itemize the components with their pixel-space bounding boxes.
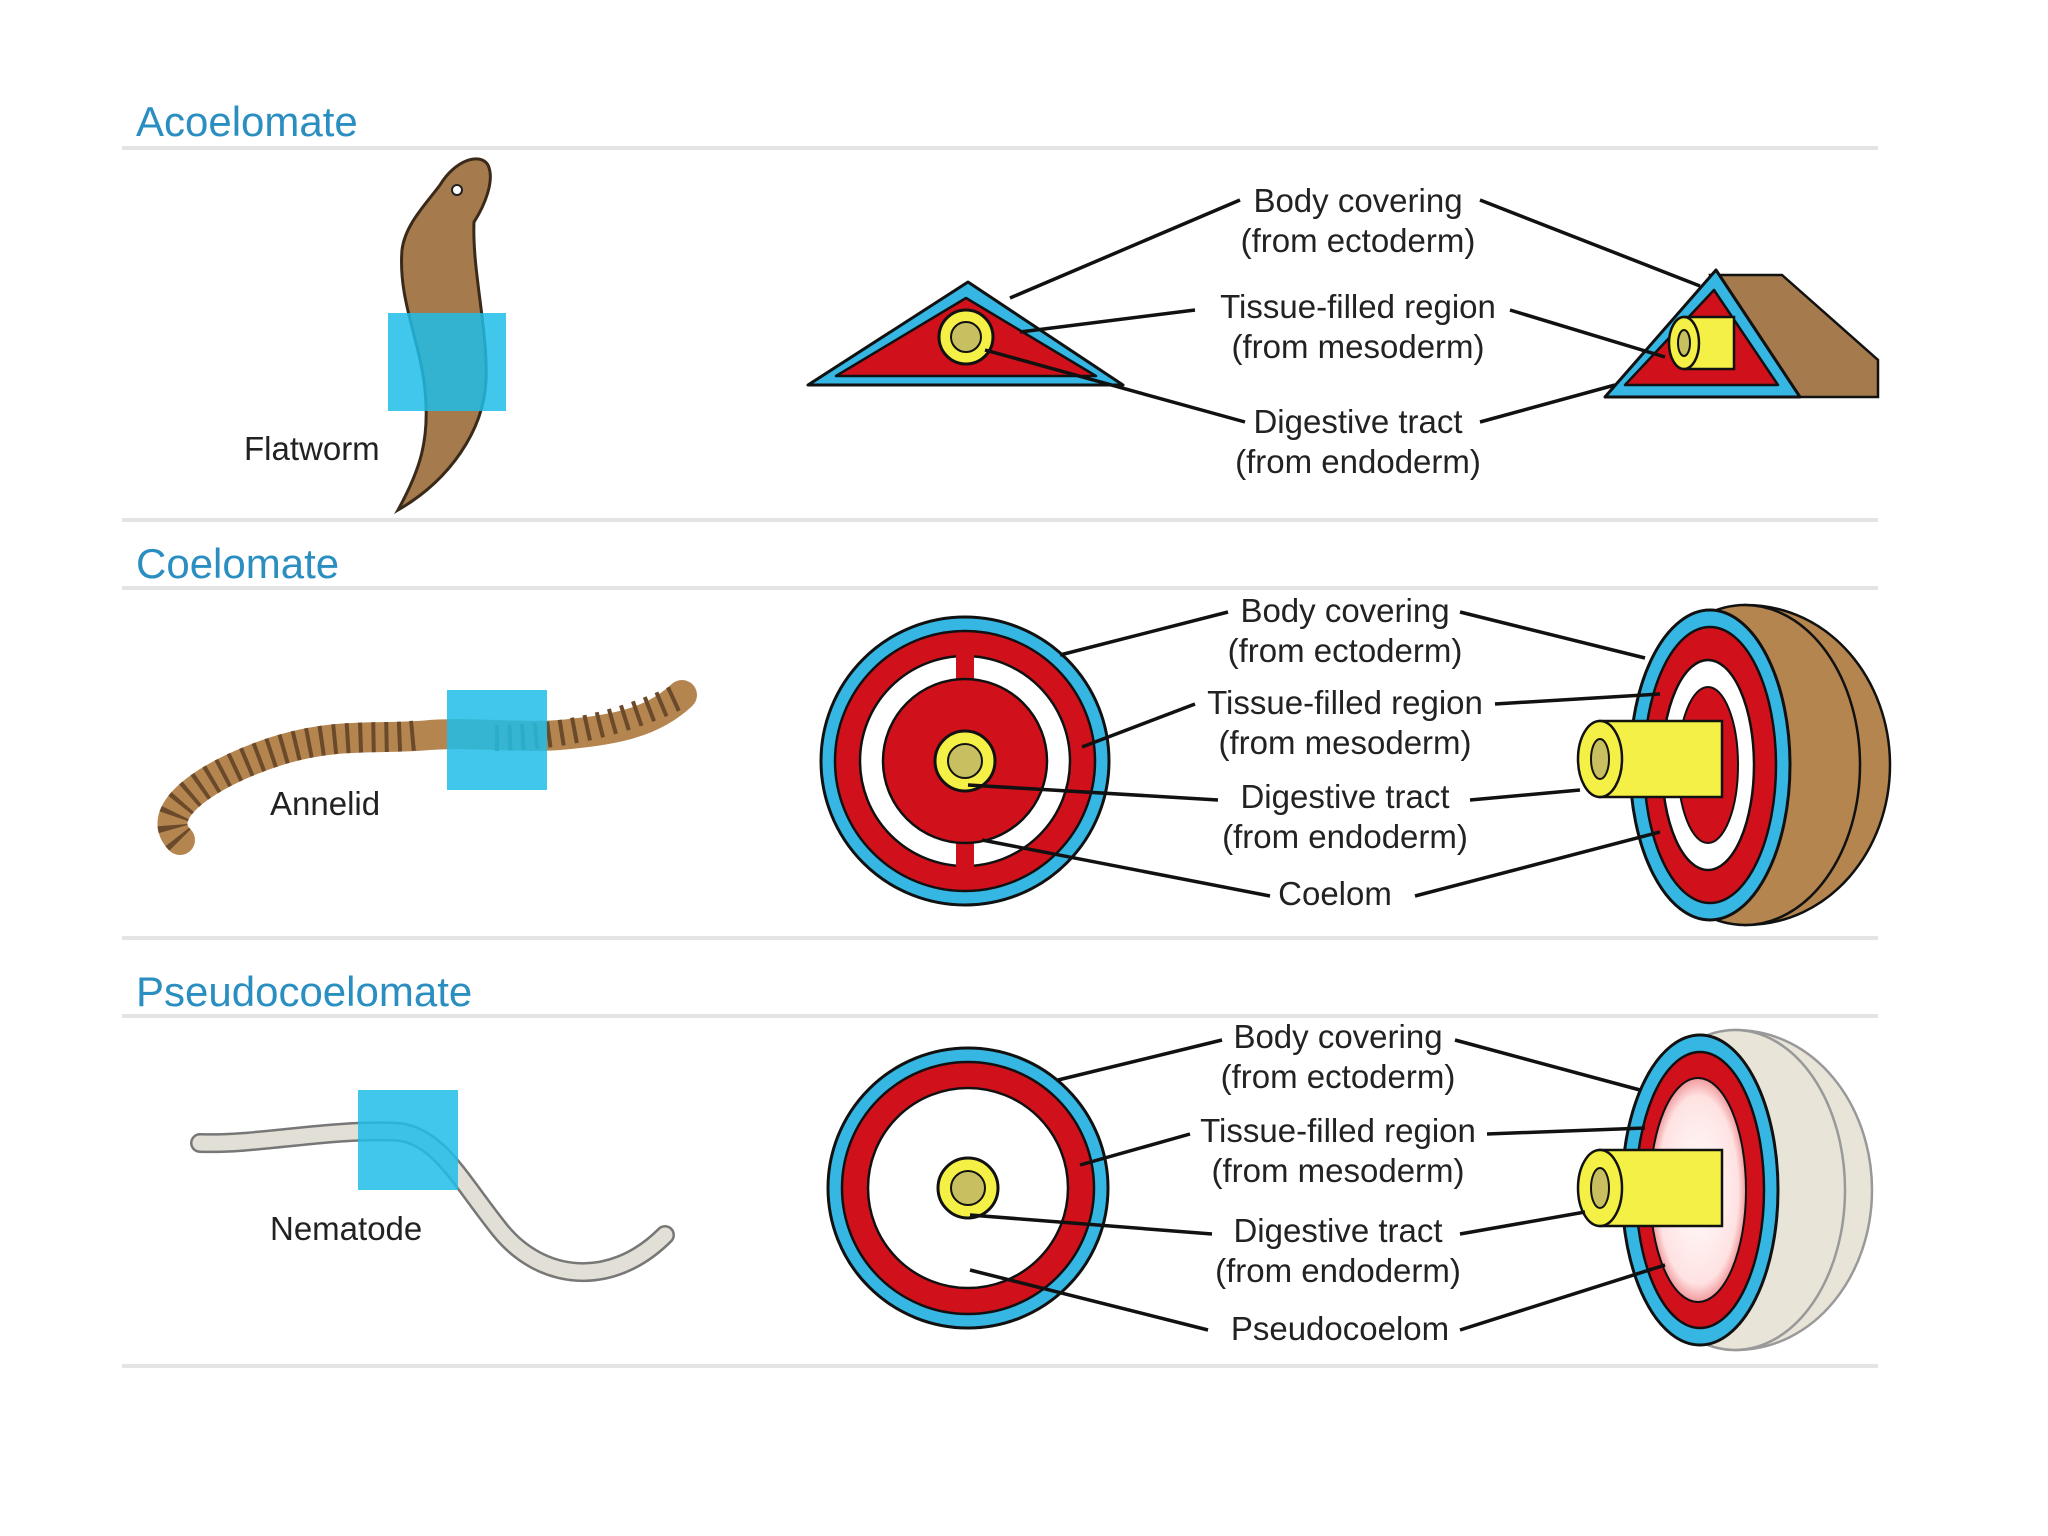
cross-section-highlight xyxy=(447,690,547,790)
label-tissue-filled: Tissue-filled region xyxy=(1207,684,1483,721)
gut-lumen xyxy=(947,743,983,779)
leader-line xyxy=(1079,1132,1191,1167)
label-tissue-filled-origin: (from mesoderm) xyxy=(1231,328,1484,365)
leader-line xyxy=(1469,788,1581,802)
label-body-covering: Body covering xyxy=(1233,1018,1442,1055)
leader-line xyxy=(1454,1038,1641,1092)
gut-lumen xyxy=(950,321,982,353)
leader-line xyxy=(981,838,1271,898)
organism-label-nematode: Nematode xyxy=(270,1210,422,1247)
leader-line xyxy=(1059,610,1229,657)
label-body-covering-origin: (from ectoderm) xyxy=(1221,1058,1456,1095)
label-digestive-tract: Digestive tract xyxy=(1233,1212,1442,1249)
label-body-covering: Body covering xyxy=(1240,592,1449,629)
label-tissue-filled-origin: (from mesoderm) xyxy=(1211,1152,1464,1189)
callouts-coelomate: Body covering (from ectoderm) Tissue-fil… xyxy=(967,592,1661,912)
leader-line xyxy=(1479,383,1616,424)
organism-label-annelid: Annelid xyxy=(270,785,380,822)
leader-line xyxy=(1459,1210,1586,1236)
callouts-pseudocoelomate: Body covering (from ectoderm) Tissue-fil… xyxy=(969,1018,1666,1347)
label-tissue-filled-origin: (from mesoderm) xyxy=(1218,724,1471,761)
leader-line xyxy=(1494,692,1661,706)
gut-lumen-3d xyxy=(1590,1167,1610,1209)
cross-section-highlight xyxy=(388,313,506,411)
acoelomate-3d-section xyxy=(1603,268,1880,399)
pseudocoelomate-cross-section xyxy=(826,1046,1110,1330)
label-digestive-tract-origin: (from endoderm) xyxy=(1235,443,1481,480)
label-coelom: Coelom xyxy=(1278,875,1392,912)
pseudocoelomate-3d-section xyxy=(1576,1028,1874,1352)
label-tissue-filled: Tissue-filled region xyxy=(1220,288,1496,325)
label-digestive-tract: Digestive tract xyxy=(1240,778,1449,815)
gut-lumen-3d xyxy=(1677,329,1691,357)
coelomate-3d-section xyxy=(1576,603,1892,927)
leader-line xyxy=(1009,198,1241,300)
leader-line xyxy=(969,1268,1209,1332)
leader-line xyxy=(1509,308,1666,359)
leader-line xyxy=(984,348,1246,424)
label-digestive-tract: Digestive tract xyxy=(1253,403,1462,440)
label-body-covering: Body covering xyxy=(1253,182,1462,219)
label-body-covering-origin: (from ectoderm) xyxy=(1228,632,1463,669)
flatworm-illustration: Flatworm xyxy=(244,157,506,514)
section-pseudocoelomate: Pseudocoelomate Nematode xyxy=(122,968,1878,1368)
annelid-illustration: Annelid xyxy=(157,680,697,855)
section-title-acoelomate: Acoelomate xyxy=(136,98,358,145)
cross-section-highlight xyxy=(358,1090,458,1190)
section-title-coelomate: Coelomate xyxy=(136,540,339,587)
leader-line xyxy=(1486,1126,1646,1136)
leader-line xyxy=(1057,1038,1223,1082)
leader-line xyxy=(967,783,1219,802)
leader-line xyxy=(1081,702,1196,749)
coelomate-cross-section xyxy=(819,615,1111,907)
label-digestive-tract-origin: (from endoderm) xyxy=(1222,818,1468,855)
leader-line xyxy=(1414,830,1661,898)
label-digestive-tract-origin: (from endoderm) xyxy=(1215,1252,1461,1289)
nematode-illustration: Nematode xyxy=(190,1090,675,1283)
leader-line xyxy=(1479,198,1701,288)
section-title-pseudocoelomate: Pseudocoelomate xyxy=(136,968,472,1015)
label-tissue-filled: Tissue-filled region xyxy=(1200,1112,1476,1149)
acoelomate-cross-section xyxy=(806,280,1125,387)
flatworm-eye xyxy=(451,184,463,196)
label-pseudocoelom: Pseudocoelom xyxy=(1231,1310,1449,1347)
leader-line xyxy=(1019,308,1196,334)
label-body-covering-origin: (from ectoderm) xyxy=(1241,222,1476,259)
section-coelomate: Coelomate Annelid xyxy=(122,540,1892,940)
organism-label-flatworm: Flatworm xyxy=(244,430,380,467)
callouts-acoelomate: Body covering (from ectoderm) Tissue-fil… xyxy=(984,182,1701,480)
gut-lumen-3d xyxy=(1590,738,1610,780)
leader-line xyxy=(1459,1263,1666,1332)
leader-line xyxy=(969,1213,1213,1236)
leader-line xyxy=(1459,610,1646,660)
section-acoelomate: Acoelomate Flatworm Body cov xyxy=(122,98,1880,522)
gut-lumen xyxy=(950,1170,986,1206)
